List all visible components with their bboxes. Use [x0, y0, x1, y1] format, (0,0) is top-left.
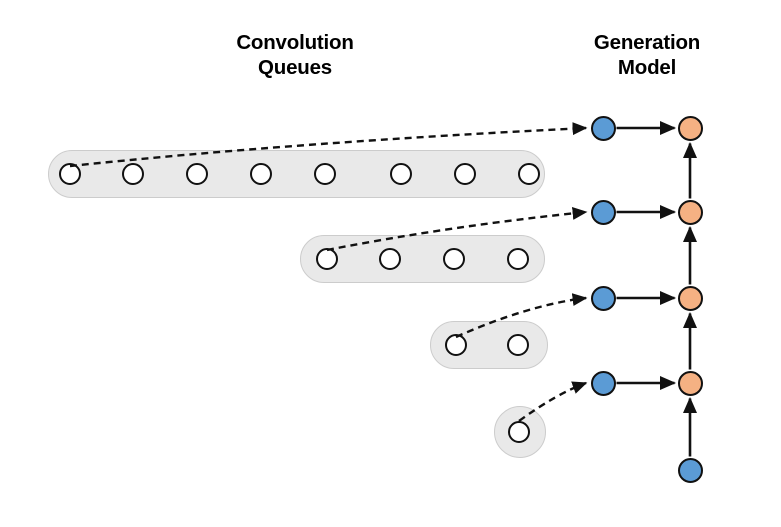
- blue-node-4: [590, 370, 616, 396]
- queue-1-slot-6: [390, 163, 412, 185]
- queue-1-slot-7: [454, 163, 476, 185]
- queue-3-slot-1: [445, 334, 467, 356]
- blue-node-input: [677, 457, 703, 483]
- blue-node-2: [590, 199, 616, 225]
- queue-1-slot-3: [186, 163, 208, 185]
- orange-node-2: [677, 199, 703, 225]
- orange-node-1: [677, 115, 703, 141]
- convolution-queues-title: Convolution Queues: [236, 31, 354, 79]
- generation-model-title: Generation Model: [593, 31, 701, 79]
- orange-node-4: [677, 370, 703, 396]
- queue-1-slot-8: [518, 163, 540, 185]
- queue-1-slot-4: [250, 163, 272, 185]
- blue-node-3: [590, 285, 616, 311]
- queue-4-slot-1: [508, 421, 530, 443]
- queue-2-slot-1: [316, 248, 338, 270]
- queue-3-slot-2: [507, 334, 529, 356]
- queue-1-slot-1: [59, 163, 81, 185]
- queue-2-slot-3: [443, 248, 465, 270]
- queue-1-slot-2: [122, 163, 144, 185]
- queue-1-slot-5: [314, 163, 336, 185]
- blue-node-1: [590, 115, 616, 141]
- orange-node-3: [677, 285, 703, 311]
- queue-2-slot-2: [379, 248, 401, 270]
- queue-2-slot-4: [507, 248, 529, 270]
